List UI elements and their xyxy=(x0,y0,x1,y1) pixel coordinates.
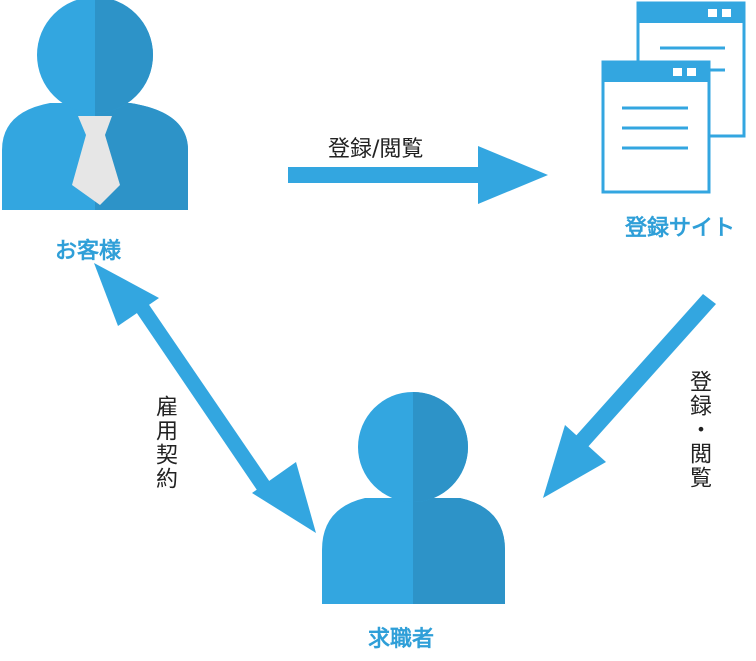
tie-icon xyxy=(72,116,120,205)
edge-label-customer-to-site: 登録/閲覧 xyxy=(328,137,424,162)
arrow-customer-to-site xyxy=(288,146,548,204)
double-arrow-customer-seeker xyxy=(94,263,316,533)
person-body-shade xyxy=(413,498,505,604)
browser-windows-icon xyxy=(601,1,746,194)
site-label: 登録サイト xyxy=(625,216,736,241)
person-icon xyxy=(322,392,505,604)
customer-label: お客様 xyxy=(55,239,122,264)
edge-label-customer-seeker: 雇用契約 xyxy=(152,395,177,491)
person-head-shade xyxy=(413,392,468,502)
arrow-site-to-seeker xyxy=(543,294,716,498)
browser-window-front xyxy=(601,60,711,194)
businessman-icon xyxy=(2,0,188,210)
businessman-head-shade xyxy=(95,0,153,113)
seeker-label: 求職者 xyxy=(368,627,435,652)
edge-label-seeker-to-site: 登録・閲覧 xyxy=(686,370,711,490)
